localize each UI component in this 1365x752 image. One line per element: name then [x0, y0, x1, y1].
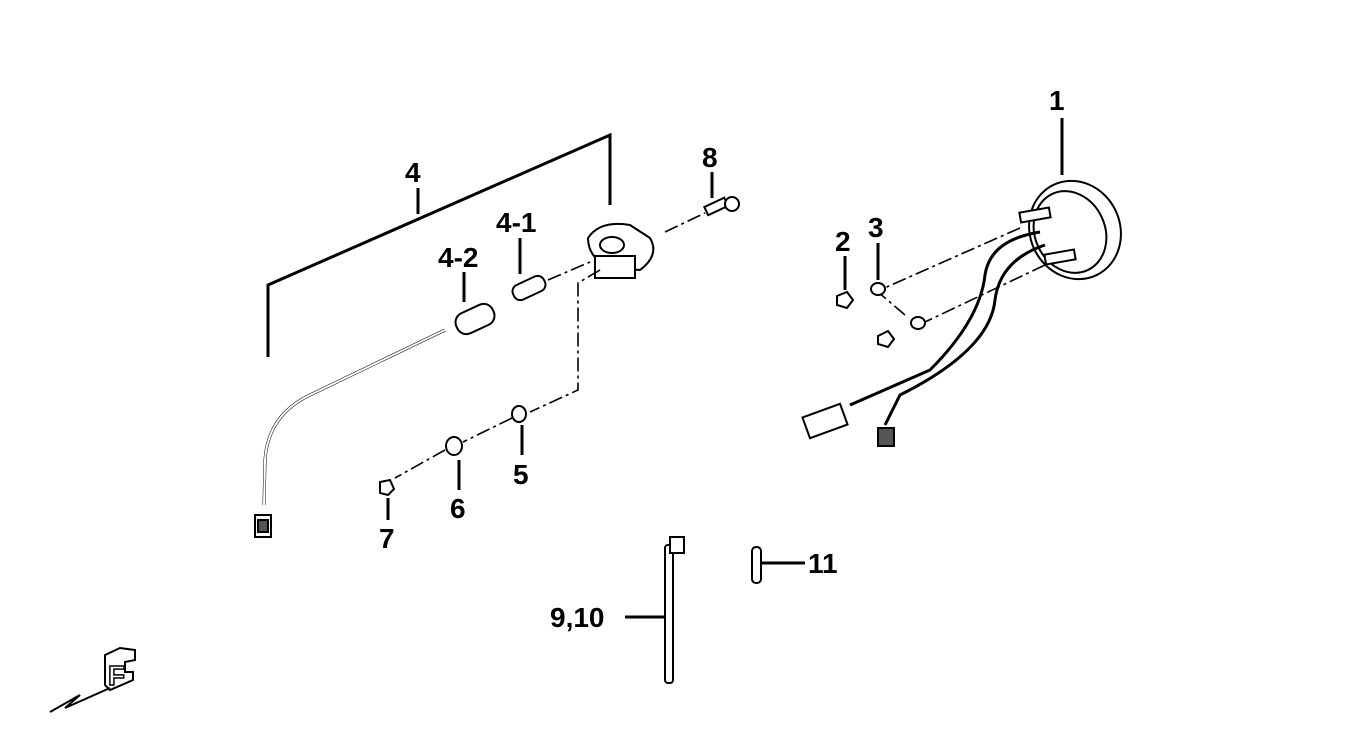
callout-3: 3 [868, 212, 884, 243]
tail-light-1 [801, 118, 1122, 447]
license-light-cable [254, 328, 446, 538]
screw-8 [703, 172, 740, 217]
clip-11 [751, 546, 805, 584]
front-marker-letter: F [108, 660, 125, 691]
callout-8: 8 [702, 142, 718, 173]
callout-9-10: 9,10 [550, 602, 605, 633]
washers-and-nut [379, 405, 527, 520]
callout-2: 2 [835, 226, 851, 257]
nuts-washers-2-3 [836, 243, 926, 349]
grommet-4-2 [454, 272, 496, 336]
callout-11: 11 [808, 548, 838, 579]
license-light-housing [529, 212, 706, 413]
callout-1: 1 [1049, 85, 1065, 116]
callout-7: 7 [379, 523, 395, 554]
callout-5: 5 [513, 459, 529, 490]
cable-tie-9-10 [625, 536, 685, 684]
assembly-bracket-4 [266, 132, 612, 357]
callout-6: 6 [450, 493, 466, 524]
callout-4-2: 4-2 [438, 242, 478, 273]
callout-4: 4 [405, 157, 421, 188]
bulb-4-1 [511, 238, 591, 302]
callout-4-1: 4-1 [496, 207, 536, 238]
front-direction-icon: F [49, 646, 136, 713]
